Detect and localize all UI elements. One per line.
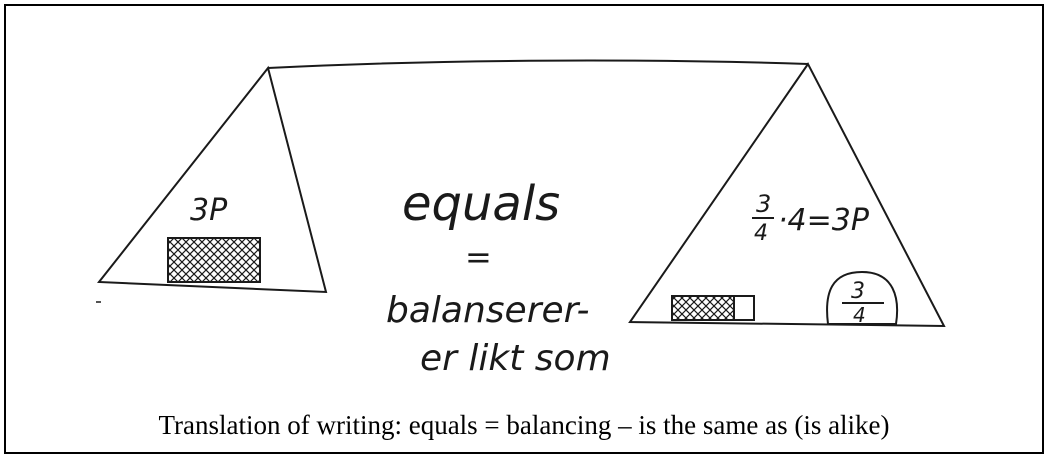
center-word: equals (402, 176, 560, 232)
right-weight-block-tail (734, 296, 754, 320)
swedish-line-2: er likt som (420, 338, 611, 379)
balance-scale-sketch: 3P 3 4 3 4 ·4=3P equals = balanserer- er… (6, 6, 1046, 406)
left-weight-block (168, 238, 260, 282)
right-weight-numerator: 3 (851, 279, 865, 304)
right-pan (630, 64, 944, 326)
center-equals-sign: = (465, 238, 492, 276)
left-pan-label: 3P (190, 193, 228, 228)
translation-caption: Translation of writing: equals = balanci… (6, 410, 1042, 441)
scale-beam (268, 61, 808, 68)
right-eq-numerator: 3 (756, 190, 771, 218)
right-weight-denominator: 4 (853, 303, 866, 327)
right-eq-denominator: 4 (754, 221, 768, 246)
figure-frame: 3P 3 4 3 4 ·4=3P equals = balanserer- er… (4, 4, 1044, 454)
right-eq-rest: ·4=3P (778, 203, 870, 238)
right-weight-block (672, 296, 734, 320)
swedish-line-1: balanserer- (386, 290, 589, 331)
